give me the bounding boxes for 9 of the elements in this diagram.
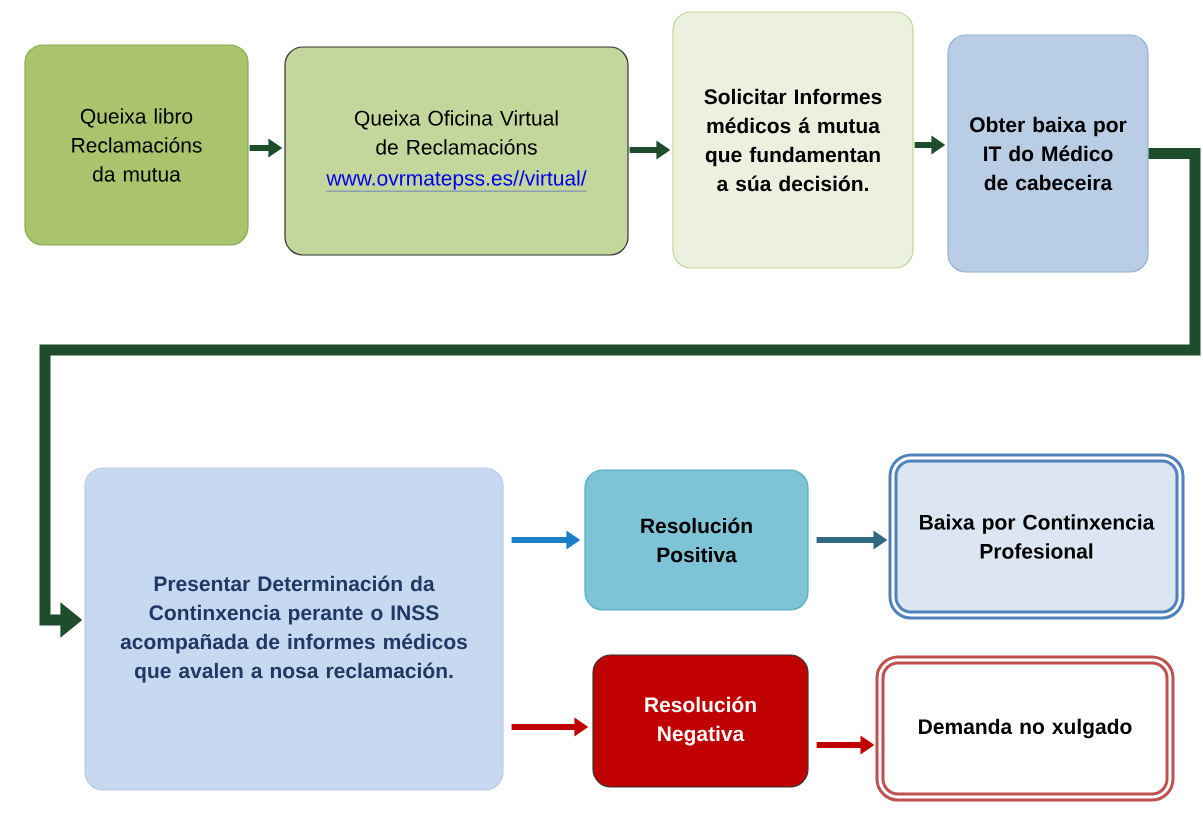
process-box: Resolución Negativa [592,654,809,788]
process-box: Obter baixa por IT do Médico de cabeceira [947,34,1149,273]
process-box: Solicitar Informes médicos á mutua que fundamentan a súa decisión. [672,11,914,269]
process-box: Queixa libro Reclamacións da mutua [24,44,249,246]
process-box: Queixa Oficina Virtual de Reclamacións www.ovrmatepss.es//virtual/ [284,46,629,256]
process-box: Presentar Determinación da Continxencia perante o INSS acompañada de informes médicos que avalen a nosa reclamación. [84,467,504,791]
process-box: Baixa por Continxencia Profesional [888,453,1185,620]
process-box: Demanda no xulgado [875,655,1175,802]
process-box: Resolución Positiva [584,469,809,611]
